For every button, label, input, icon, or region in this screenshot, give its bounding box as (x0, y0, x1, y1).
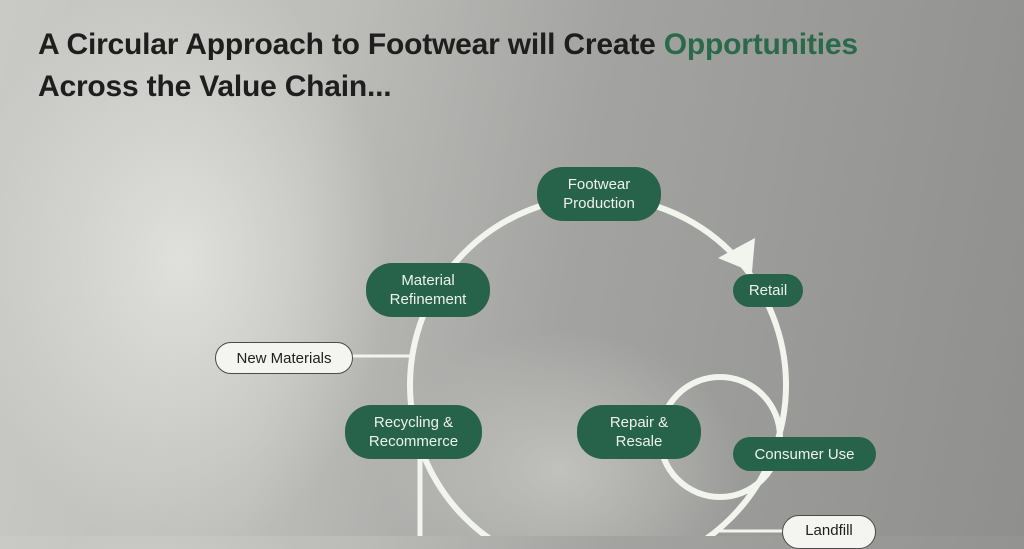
node-new-materials: New Materials (215, 342, 353, 374)
main-cycle-line (407, 194, 789, 536)
node-footwear-production: Footwear Production (537, 167, 661, 221)
node-recycling-recommerce: Recycling & Recommerce (345, 405, 482, 459)
title-accent: Opportunities (663, 28, 858, 61)
page-title: A Circular Approach to Footwear will Cre… (38, 24, 858, 108)
node-consumer-use: Consumer Use (733, 437, 876, 471)
node-material-refinement: Material Refinement (366, 263, 490, 317)
node-retail: Retail (733, 274, 803, 307)
arrow-head-icon (718, 238, 755, 272)
node-repair-resale: Repair & Resale (577, 405, 701, 459)
title-part1: A Circular Approach to Footwear will Cre… (38, 28, 664, 61)
node-landfill: Landfill (782, 515, 876, 549)
title-part2: Across the Value Chain... (38, 70, 392, 103)
